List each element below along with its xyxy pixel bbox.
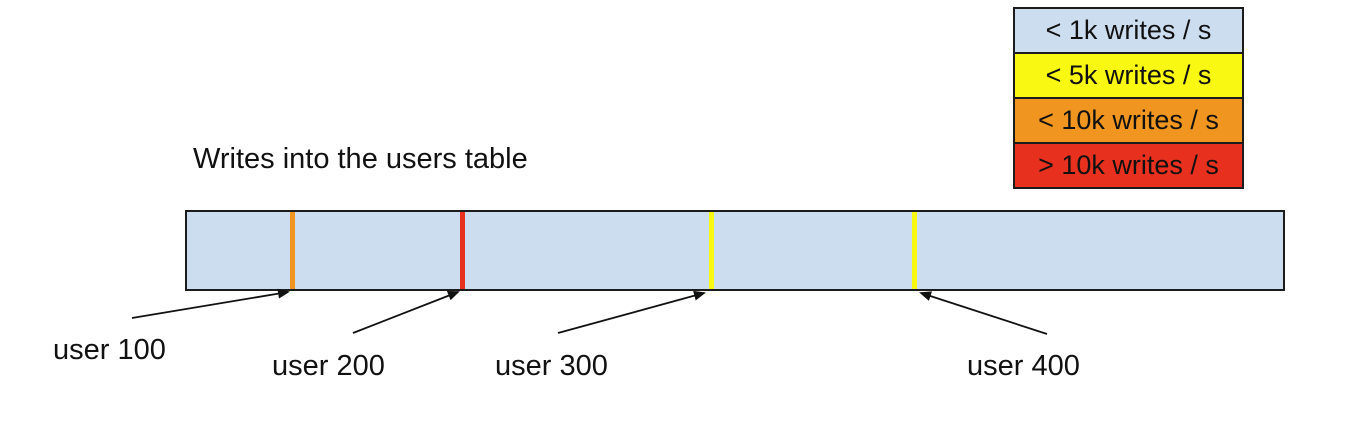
legend: < 1k writes / s< 5k writes / s< 10k writ… <box>1013 7 1244 189</box>
user-label: user 200 <box>272 350 385 382</box>
write-rate-marker <box>459 212 465 289</box>
users-table-bar <box>185 210 1285 291</box>
diagram-title: Writes into the users table <box>193 143 528 175</box>
user-label: user 100 <box>53 334 166 366</box>
annotation-arrow <box>919 291 1048 335</box>
write-rate-marker <box>708 212 714 289</box>
user-label: user 300 <box>495 350 608 382</box>
annotation-arrow <box>131 288 290 319</box>
legend-item: < 5k writes / s <box>1013 52 1244 99</box>
legend-item: > 10k writes / s <box>1013 142 1244 189</box>
write-rate-marker <box>289 212 295 289</box>
annotation-arrow <box>352 290 460 334</box>
write-rate-marker <box>911 212 917 289</box>
legend-item: < 1k writes / s <box>1013 7 1244 54</box>
user-label: user 400 <box>967 350 1080 382</box>
annotation-arrow <box>557 290 706 334</box>
legend-item: < 10k writes / s <box>1013 97 1244 144</box>
